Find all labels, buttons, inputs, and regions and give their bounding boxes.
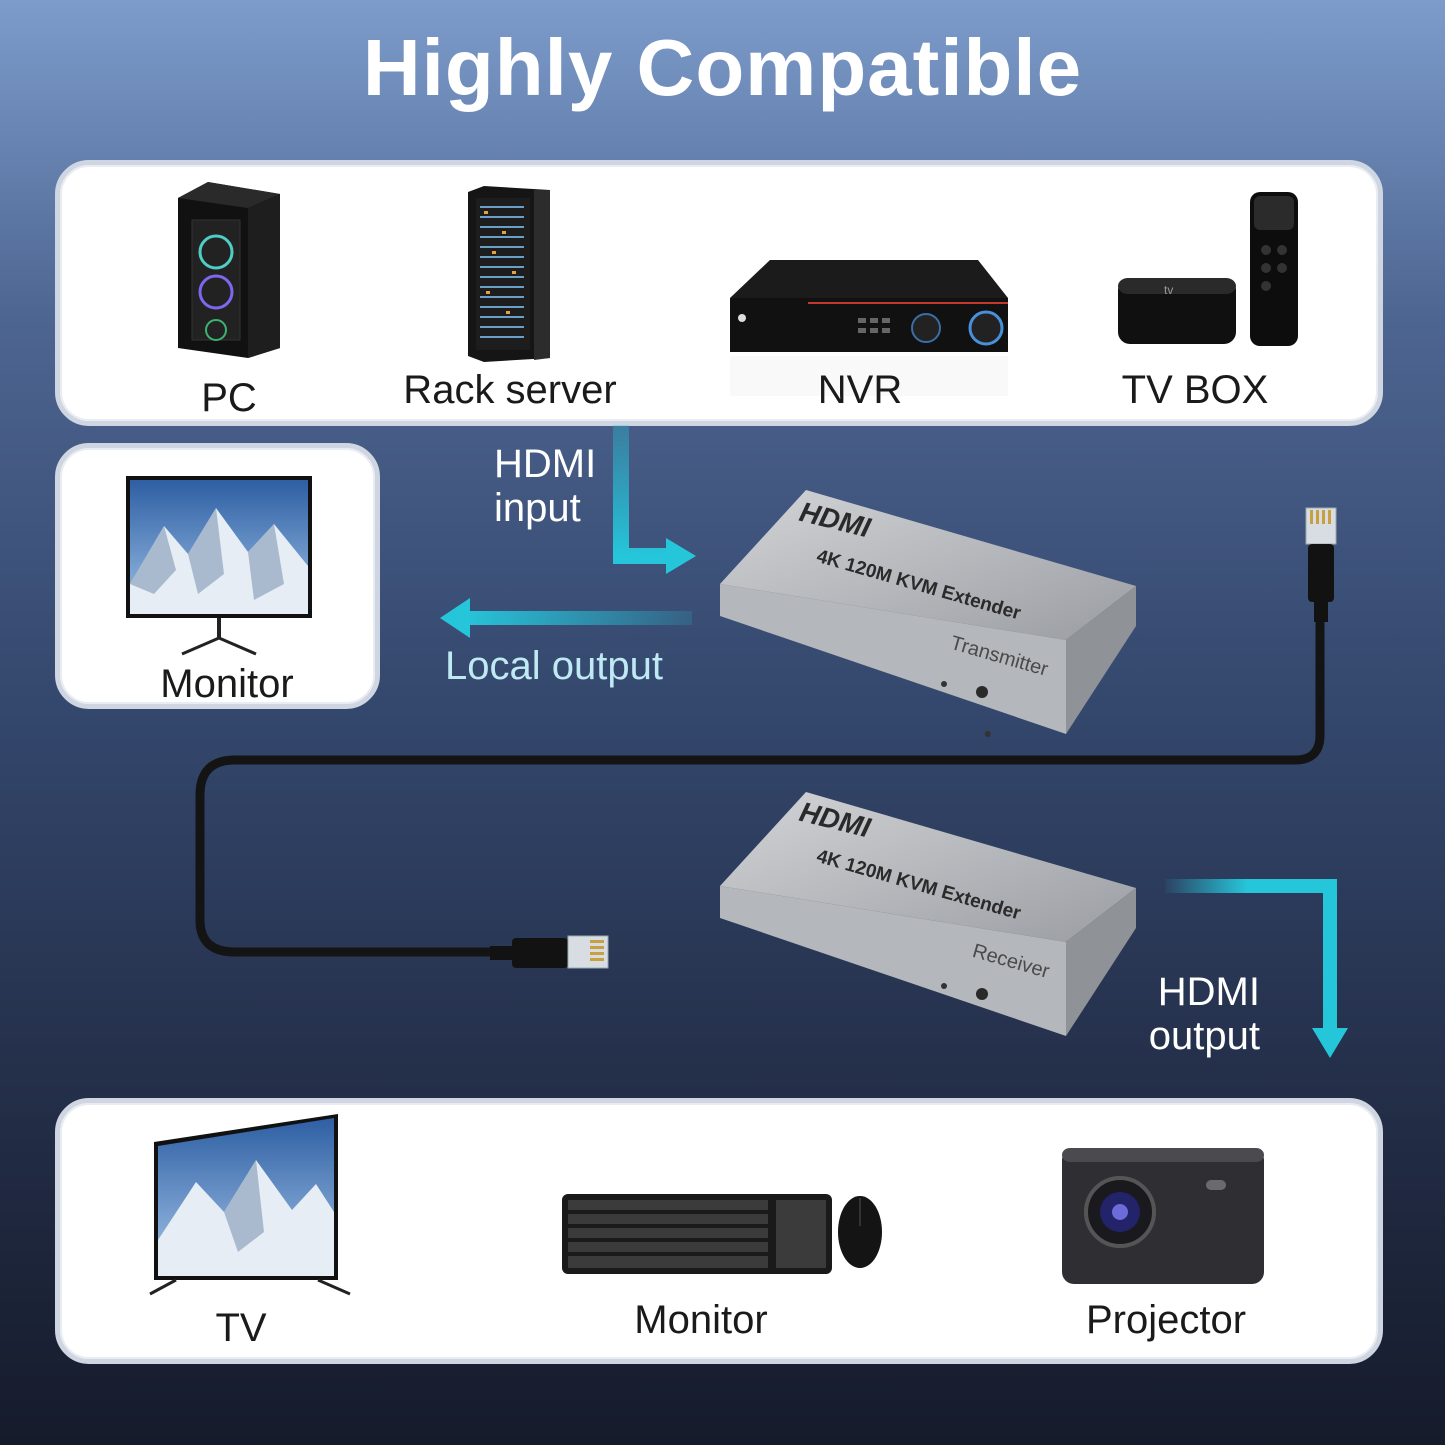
pc-label: PC [201, 376, 257, 420]
tv-box-label: TV BOX [1121, 368, 1269, 412]
hdmi-output-line1: HDMI [1157, 970, 1260, 1014]
rj45-connector-icon [1305, 507, 1337, 622]
keyboard-mouse-icon [562, 1194, 882, 1274]
monitor-icon [126, 476, 312, 656]
local-output-label: Local output [445, 644, 663, 688]
output-monitor-label: Monitor [634, 1298, 768, 1342]
nvr-recorder-icon [730, 260, 1008, 396]
tv-label: TV [215, 1306, 267, 1350]
hdmi-input-line1: HDMI [494, 442, 597, 486]
hdmi-output-arrow [1165, 879, 1337, 1030]
hdmi-input-label: HDMI input [494, 442, 596, 530]
rack-server-icon [468, 186, 550, 362]
nvr-label: NVR [817, 368, 903, 412]
rack-server-label: Rack server [403, 368, 617, 412]
page-title: Highly Compatible [362, 23, 1083, 112]
transmitter-unit [720, 490, 1136, 738]
hdmi-input-arrow [613, 425, 666, 564]
ethernet-cable [195, 615, 1325, 957]
projector-label: Projector [1085, 1298, 1247, 1342]
hdmi-output-line2: output [1148, 1014, 1260, 1058]
pc-tower-icon [178, 182, 280, 358]
hdmi-output-label: HDMI output [1149, 970, 1260, 1058]
tv-icon [149, 1114, 351, 1296]
svg-text:tv: tv [1164, 283, 1173, 297]
projector-icon [1062, 1148, 1264, 1284]
hdmi-input-line2: input [494, 486, 581, 530]
local-output-arrow [462, 611, 692, 625]
local-monitor-label: Monitor [160, 662, 294, 706]
receiver-unit [720, 792, 1136, 1036]
rj45-connector-icon [490, 935, 609, 969]
tv-box-icon: tv [1118, 192, 1298, 346]
